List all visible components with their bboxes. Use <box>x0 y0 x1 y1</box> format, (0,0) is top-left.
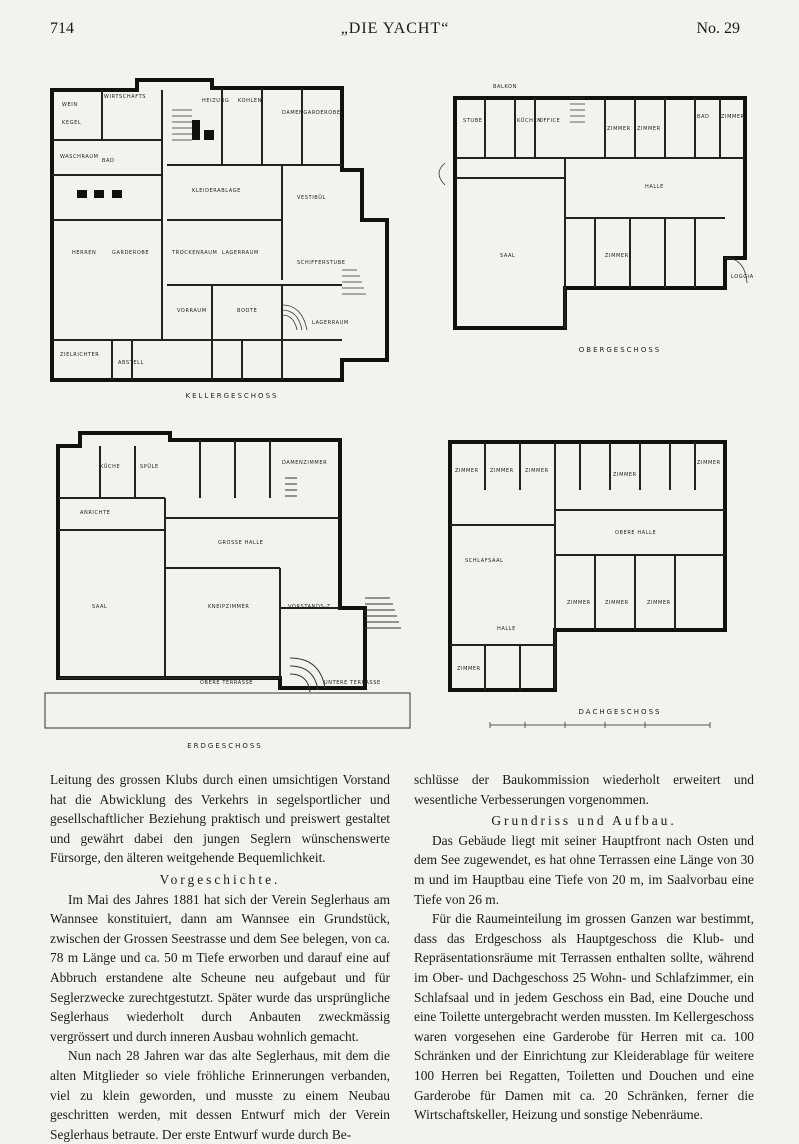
plan-caption: DACHGESCHOSS <box>578 708 662 716</box>
room-label: ZIMMER <box>455 468 479 474</box>
room-label: ZIMMER <box>613 472 637 478</box>
room-label: DAMENZIMMER <box>282 460 328 466</box>
issue-number: No. 29 <box>696 20 740 37</box>
room-label: KNEIPZIMMER <box>208 604 250 610</box>
room-label: ZIMMER <box>647 600 671 606</box>
room-label: LOGGIA <box>731 274 754 280</box>
room-label: OFFICE <box>539 118 561 124</box>
room-label: ZIMMER <box>457 666 481 672</box>
section-heading: Grundriss und Aufbau. <box>491 813 677 829</box>
plan-caption: ERDGESCHOSS <box>187 742 263 750</box>
room-label: ZIMMER <box>567 600 591 606</box>
text-column-right: schlüsse der Baukommission wiederholt er… <box>414 770 754 1125</box>
plan-caption: KELLERGESCHOSS <box>185 392 279 400</box>
plan-erdgeschoss-drawing <box>44 431 411 729</box>
paragraph: Für die Raumeinteilung im grossen Ganzen… <box>414 911 754 1123</box>
room-label: SCHIFFERSTUBE <box>297 260 346 266</box>
journal-title: „DIE YACHT“ <box>340 20 450 37</box>
room-label: HALLE <box>645 184 664 190</box>
room-label: LAGERRAUM <box>312 320 349 326</box>
room-label: KÜCHEN <box>517 118 542 124</box>
plan-obergeschoss: BALKON STUBE KÜCHEN OFFICE SAAL HALLE ZI… <box>435 78 765 358</box>
page-number: 714 <box>50 20 74 37</box>
room-label: SAAL <box>92 604 108 610</box>
room-label: BAD <box>102 158 115 164</box>
room-label: VORRAUM <box>177 308 207 314</box>
paragraph: Im Mai des Jahres 1881 hat sich der Vere… <box>50 891 390 1044</box>
room-label: BOOTE <box>237 308 258 314</box>
plan-obergeschoss-drawing <box>438 96 748 330</box>
room-label: KÜCHE <box>100 464 121 470</box>
room-label: ZIMMER <box>697 460 721 466</box>
room-label: KEGEL <box>62 120 82 126</box>
room-label: SCHLAFSAAL <box>465 558 504 564</box>
room-label: HEIZUNG <box>202 98 230 104</box>
room-label: STUBE <box>463 118 483 124</box>
room-label: HERREN <box>72 250 97 256</box>
room-label: VESTIBÜL <box>297 195 326 201</box>
room-label: KLEIDERABLAGE <box>192 188 241 194</box>
journal-page: 714 „DIE YACHT“ No. 29 WEIN KEGEL <box>40 18 770 1142</box>
room-label: DAMENGARDEROBE <box>282 110 341 116</box>
section-heading: Vorgeschichte. <box>159 871 281 887</box>
plan-erdgeschoss: KÜCHE SPÜLE ANRICHTE DAMENZIMMER GROSSE … <box>40 418 412 758</box>
room-label: ZIMMER <box>490 468 514 474</box>
room-label: ZIELRICHTER <box>60 352 100 358</box>
paragraph: Leitung des grossen Klubs durch einen um… <box>50 772 390 866</box>
room-label: ZIMMER <box>605 253 629 259</box>
room-label: ABSTELL <box>118 360 144 366</box>
room-label: BAD <box>697 114 710 120</box>
room-label: OBERE TERRASSE <box>200 680 254 686</box>
paragraph: Das Gebäude liegt mit seiner Hauptfront … <box>414 832 754 907</box>
room-label: KOHLEN <box>238 98 262 104</box>
room-label: ANRICHTE <box>80 510 111 516</box>
plan-kellergeschoss: WEIN KEGEL WIRTSCHAFTS HEIZUNG KOHLEN DA… <box>42 70 414 400</box>
page-header: 714 „DIE YACHT“ No. 29 <box>50 18 740 44</box>
plan-caption: OBERGESCHOSS <box>578 346 662 354</box>
room-label: HALLE <box>497 626 516 632</box>
room-label: OBERE HALLE <box>615 530 657 536</box>
room-label: UNTERE TERRASSE <box>324 680 381 686</box>
room-label: ZIMMER <box>525 468 549 474</box>
paragraph: Nun nach 28 Jahren war das alte Seglerha… <box>50 1048 390 1142</box>
room-label: BALKON <box>493 84 517 90</box>
room-label: ZIMMER <box>607 126 631 132</box>
room-label: WIRTSCHAFTS <box>104 94 147 100</box>
paragraph: schlüsse der Baukommission wiederholt er… <box>414 772 754 807</box>
plan-kellergeschoss-drawing <box>50 78 389 382</box>
room-label: VORSTANDS-Z <box>288 604 331 610</box>
room-label: TROCKENRAUM <box>172 250 218 256</box>
room-label: ZIMMER <box>605 600 629 606</box>
room-label: ZIMMER <box>637 126 661 132</box>
room-label: GROSSE HALLE <box>218 540 264 546</box>
room-label: WEIN <box>62 102 78 108</box>
plan-dachgeschoss-drawing <box>448 440 727 728</box>
room-label: ZIMMER <box>721 114 745 120</box>
room-label: SPÜLE <box>140 464 159 470</box>
room-label: GARDEROBE <box>112 250 150 256</box>
plan-dachgeschoss: ZIMMER ZIMMER ZIMMER ZIMMER ZIMMER OBERE… <box>425 430 770 730</box>
room-label: WASCHRAUM <box>60 154 99 160</box>
room-label: SAAL <box>500 253 516 259</box>
text-column-left: Leitung des grossen Klubs durch einen um… <box>50 770 390 1144</box>
room-label: LAGERRAUM <box>222 250 259 256</box>
